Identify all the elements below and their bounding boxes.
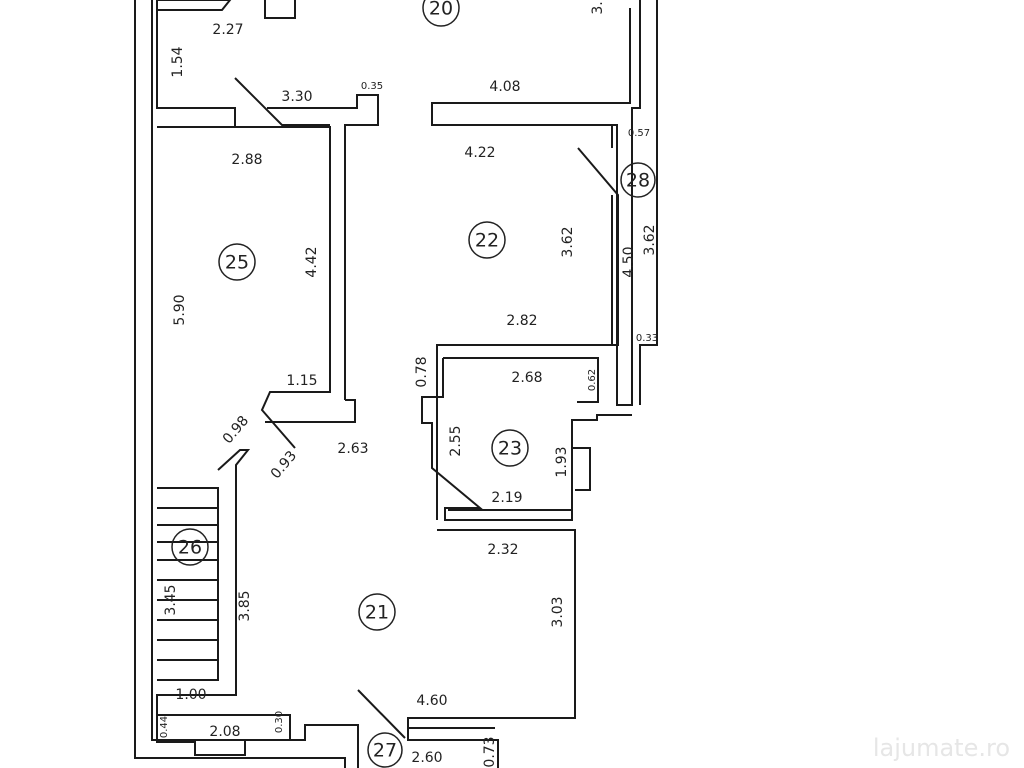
dimension: 0.93 <box>268 448 300 482</box>
dimension: 4.22 <box>464 145 495 161</box>
dimension: 3.85 <box>237 590 253 621</box>
dimension: 3. <box>590 1 606 14</box>
dimension: 2.82 <box>506 313 537 329</box>
dimension: 0.57 <box>628 128 650 139</box>
room-28-label: 28 <box>626 170 650 192</box>
dimension: 1.15 <box>286 373 317 389</box>
dimension: 1.54 <box>170 46 186 77</box>
watermark-text: lajumate.ro <box>872 734 1010 762</box>
dimension: 0.98 <box>220 413 252 447</box>
room-26-label: 26 <box>178 537 202 559</box>
dimension: 4.42 <box>304 246 320 277</box>
dimension: 3.62 <box>560 226 576 257</box>
dimension: 0.73 <box>482 736 498 767</box>
dimension: 2.68 <box>511 370 542 386</box>
room-27-label: 27 <box>373 740 397 762</box>
dimension: 1.00 <box>175 687 206 703</box>
dimension: 3.45 <box>163 584 179 615</box>
dimension: 4.08 <box>489 79 520 95</box>
dimension: 2.60 <box>411 750 442 766</box>
dimension: 0.62 <box>587 369 598 391</box>
dimension: 0.30 <box>274 711 285 733</box>
dimension: 2.88 <box>231 152 262 168</box>
room-labels: 20 21 22 23 25 26 27 28 <box>171 0 656 768</box>
dimension: 3.62 <box>642 224 658 255</box>
room-23-label: 23 <box>498 438 522 460</box>
dimension: 4.50 <box>621 246 637 277</box>
dimension: 1.93 <box>554 446 570 477</box>
watermark-logo: lajumate.ro <box>873 734 1010 762</box>
dimension: 3.03 <box>550 596 566 627</box>
dimension: 0.44 <box>159 716 170 738</box>
dimension: 2.55 <box>448 425 464 456</box>
dimension: 0.33 <box>636 333 658 344</box>
dimension-labels: 2.27 1.54 3.30 0.35 4.08 3. 4.22 0.57 2.… <box>159 1 658 767</box>
dimension: 3.30 <box>281 89 312 105</box>
dimension: 4.60 <box>416 693 447 709</box>
walls <box>134 0 658 768</box>
dimension: 0.78 <box>414 356 430 387</box>
dimension: 2.19 <box>491 490 522 506</box>
dimension: 2.08 <box>209 724 240 740</box>
dimension: 0.35 <box>361 81 383 92</box>
room-25-label: 25 <box>225 252 249 274</box>
dimension: 5.90 <box>172 294 188 325</box>
room-22-label: 22 <box>475 230 499 252</box>
room-20-label: 20 <box>429 0 453 20</box>
room-21-label: 21 <box>365 602 389 624</box>
dimension: 2.63 <box>337 441 368 457</box>
dimension: 2.27 <box>212 22 243 38</box>
dimension: 2.32 <box>487 542 518 558</box>
